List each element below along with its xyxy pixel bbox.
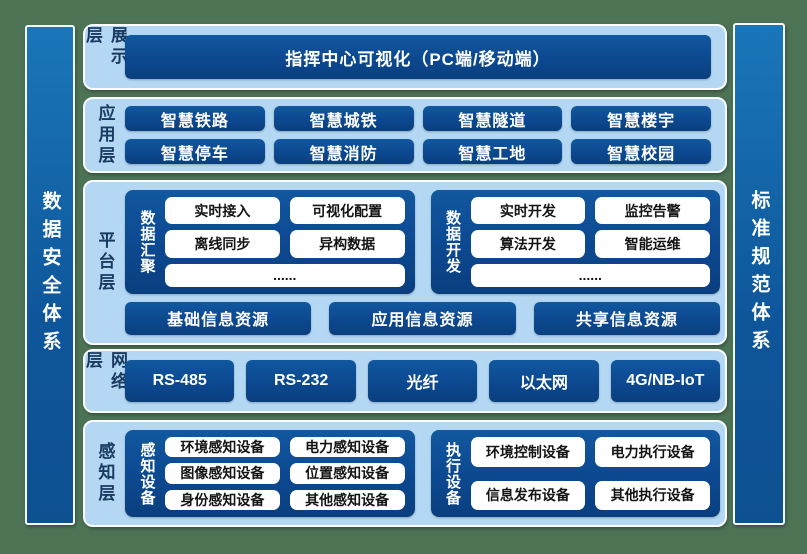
data-development-grid: 实时开发 监控告警 算法开发 智能运维 ...... <box>470 197 710 287</box>
data-development-label: 数据开发 <box>444 209 461 274</box>
display-layer-label-area: 展示层 <box>83 26 127 88</box>
app-box: 智慧隧道 <box>422 106 563 131</box>
application-layer-row: 应用层 智慧铁路 智慧城铁 智慧隧道 智慧楼宇 智慧停车 智慧消防 智慧工地 智… <box>83 97 727 173</box>
aggregation-ellipsis: ...... <box>165 263 405 287</box>
network-layer-label-area: 网络层 <box>83 351 127 411</box>
network-box: 4G/NB-IoT <box>610 360 721 402</box>
network-box: 以太网 <box>489 360 599 402</box>
aggregation-item: 离线同步 <box>165 230 280 258</box>
app-box: 智慧城铁 <box>273 106 414 131</box>
aggregation-item: 异构数据 <box>289 230 405 258</box>
aggregation-item: 可视化配置 <box>289 197 405 225</box>
platform-content: 数据汇聚 实时接入 可视化配置 离线同步 异构数据 ...... 数据开发 <box>125 182 725 343</box>
data-aggregation-grid: 实时接入 可视化配置 离线同步 异构数据 ...... <box>165 197 405 287</box>
network-grid: RS-485 RS-232 光纤 以太网 4G/NB-IoT <box>125 351 725 411</box>
resource-box: 基础信息资源 <box>125 301 312 335</box>
execution-item: 其他执行设备 <box>595 480 710 510</box>
network-box: RS-232 <box>246 360 356 402</box>
display-layer-label: 展示层 <box>83 26 127 68</box>
execution-devices-group: 执行设备 环境控制设备 电力执行设备 信息发布设备 其他执行设备 <box>430 430 720 517</box>
app-box: 智慧消防 <box>273 139 414 164</box>
data-security-label: 数据安全体系 <box>39 191 61 359</box>
sensing-devices-label-area: 感知设备 <box>135 437 159 510</box>
network-layer-row: 网络层 RS-485 RS-232 光纤 以太网 4G/NB-IoT <box>83 349 727 413</box>
perception-layer-row: 感知层 感知设备 环境感知设备 电力感知设备 图像感知设备 位置感知设备 身份感… <box>83 420 727 527</box>
sensing-item: 图像感知设备 <box>165 463 280 484</box>
command-center-box: 指挥中心可视化（PC端/移动端） <box>125 35 711 79</box>
execution-devices-label: 执行设备 <box>444 441 461 506</box>
network-box: RS-485 <box>125 360 235 402</box>
application-layer-label: 应用层 <box>95 103 115 167</box>
sensing-devices-grid: 环境感知设备 电力感知设备 图像感知设备 位置感知设备 身份感知设备 其他感知设… <box>165 437 405 510</box>
data-aggregation-label-area: 数据汇聚 <box>135 197 159 287</box>
development-ellipsis: ...... <box>470 263 710 287</box>
execution-devices-grid: 环境控制设备 电力执行设备 信息发布设备 其他执行设备 <box>470 437 710 510</box>
development-item: 算法开发 <box>470 230 586 258</box>
application-layer-label-area: 应用层 <box>85 99 125 171</box>
development-item: 实时开发 <box>470 197 586 225</box>
network-layer-label: 网络层 <box>83 351 127 393</box>
app-box: 智慧铁路 <box>125 106 265 131</box>
network-box: 光纤 <box>367 360 478 402</box>
perception-content: 感知设备 环境感知设备 电力感知设备 图像感知设备 位置感知设备 身份感知设备 … <box>125 422 725 525</box>
sensing-item: 身份感知设备 <box>165 489 280 510</box>
execution-item: 环境控制设备 <box>470 437 586 467</box>
development-item: 智能运维 <box>595 230 710 258</box>
data-security-sidebar: 数据安全体系 <box>25 25 75 525</box>
sensing-item: 位置感知设备 <box>289 463 405 484</box>
sensing-devices-label: 感知设备 <box>138 441 156 506</box>
resource-box: 共享信息资源 <box>533 301 720 335</box>
perception-layer-label-area: 感知层 <box>85 422 125 525</box>
layers-column: 展示层 指挥中心可视化（PC端/移动端） 应用层 智慧铁路 智慧城铁 智慧隧道 … <box>83 24 727 527</box>
data-development-group: 数据开发 实时开发 监控告警 算法开发 智能运维 ...... <box>430 190 720 294</box>
sensing-item: 环境感知设备 <box>165 437 280 458</box>
data-aggregation-label: 数据汇聚 <box>138 209 156 274</box>
app-box: 智慧工地 <box>422 139 563 164</box>
resource-box: 应用信息资源 <box>329 301 516 335</box>
app-box: 智慧校园 <box>571 139 711 164</box>
aggregation-item: 实时接入 <box>165 197 280 225</box>
perception-layer-label: 感知层 <box>95 442 115 505</box>
standards-label: 标准规范体系 <box>748 190 770 358</box>
platform-groups: 数据汇聚 实时接入 可视化配置 离线同步 异构数据 ...... 数据开发 <box>125 190 720 294</box>
resource-row: 基础信息资源 应用信息资源 共享信息资源 <box>125 301 720 335</box>
sensing-item: 电力感知设备 <box>289 437 405 458</box>
platform-layer-label: 平台层 <box>95 231 115 294</box>
development-item: 监控告警 <box>595 197 710 225</box>
sensing-devices-group: 感知设备 环境感知设备 电力感知设备 图像感知设备 位置感知设备 身份感知设备 … <box>125 430 415 517</box>
execution-devices-label-area: 执行设备 <box>441 437 465 510</box>
app-box: 智慧停车 <box>125 139 265 164</box>
app-box: 智慧楼宇 <box>571 106 711 131</box>
platform-layer-label-area: 平台层 <box>85 182 125 343</box>
standards-sidebar: 标准规范体系 <box>733 23 785 525</box>
execution-item: 电力执行设备 <box>595 437 710 467</box>
execution-item: 信息发布设备 <box>470 480 586 510</box>
application-grid: 智慧铁路 智慧城铁 智慧隧道 智慧楼宇 智慧停车 智慧消防 智慧工地 智慧校园 <box>125 99 725 171</box>
sensing-item: 其他感知设备 <box>289 489 405 510</box>
data-development-label-area: 数据开发 <box>441 197 465 287</box>
display-layer-row: 展示层 指挥中心可视化（PC端/移动端） <box>83 24 727 90</box>
data-aggregation-group: 数据汇聚 实时接入 可视化配置 离线同步 异构数据 ...... <box>125 190 415 294</box>
platform-layer-row: 平台层 数据汇聚 实时接入 可视化配置 离线同步 异构数据 ...... <box>83 180 727 345</box>
